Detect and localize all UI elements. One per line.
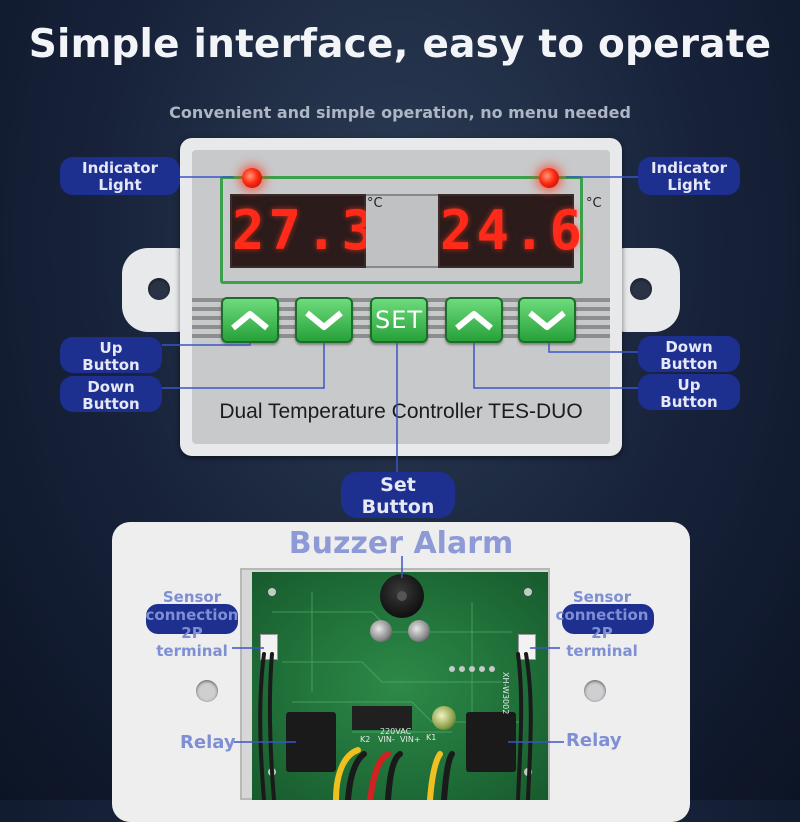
buzzer-center xyxy=(397,591,407,601)
sensor-pill-right xyxy=(562,604,654,634)
wires xyxy=(258,652,533,800)
chevron-down-icon xyxy=(305,310,343,330)
callout-lines xyxy=(162,176,638,474)
back-callout-lines xyxy=(232,647,564,743)
back-hole-right xyxy=(584,680,606,702)
relay-label-right: Relay xyxy=(566,730,622,751)
capacitor-2 xyxy=(408,620,430,642)
pcb-text-k2: K2 xyxy=(360,735,371,744)
line-up-right xyxy=(473,343,638,389)
set-button-label: SET xyxy=(374,306,424,334)
line-down-right xyxy=(548,343,638,353)
display-divider xyxy=(366,194,438,268)
line-up-left xyxy=(162,343,251,346)
sensor-label-right: Sensor connection 2P terminal xyxy=(555,588,649,660)
back-hole-left xyxy=(196,680,218,702)
model-label: Dual Temperature Controller TES-DUO xyxy=(219,400,583,423)
down-button-left[interactable] xyxy=(295,297,353,343)
sensor-label-left: Sensor connection 2P terminal xyxy=(145,588,239,660)
capacitor-3 xyxy=(432,706,456,730)
headline: Simple interface, easy to operate xyxy=(28,22,772,67)
display-right: 24.6 xyxy=(438,194,582,268)
pcb-text-k1: K1 xyxy=(426,733,437,742)
up-button-left[interactable] xyxy=(221,297,279,343)
unit-right: °C xyxy=(586,196,602,211)
capacitor-1 xyxy=(370,620,392,642)
relay-label-left: Relay xyxy=(180,732,236,753)
unit-left: °C xyxy=(367,196,383,211)
down-button-right[interactable] xyxy=(518,297,576,343)
display-left: 27.3 xyxy=(230,194,374,268)
line-down-left xyxy=(162,343,325,389)
relay-right-component xyxy=(466,712,516,772)
display-frame xyxy=(220,176,583,284)
buzzer-pointer xyxy=(401,556,403,578)
pcb-text-220vac: 220VAC xyxy=(380,727,412,736)
mounting-hole-left xyxy=(148,278,170,300)
buzzer-alarm-label: Buzzer Alarm xyxy=(288,526,514,561)
chevron-up-icon xyxy=(231,311,269,331)
pcb-text-vin-minus: VIN- xyxy=(378,735,395,744)
up-button-right[interactable] xyxy=(445,297,503,343)
mounting-hole-right xyxy=(630,278,652,300)
set-button[interactable]: SET xyxy=(370,297,428,343)
pcb-text-vin-plus: VIN+ xyxy=(400,735,421,744)
subline: Convenient and simple operation, no menu… xyxy=(169,103,631,122)
chevron-down-icon xyxy=(528,310,566,330)
indicator-led-right xyxy=(539,168,559,188)
regulator xyxy=(352,706,412,730)
sensor-pill-left xyxy=(146,604,238,634)
indicator-led-left xyxy=(242,168,262,188)
chevron-up-icon xyxy=(455,311,493,331)
